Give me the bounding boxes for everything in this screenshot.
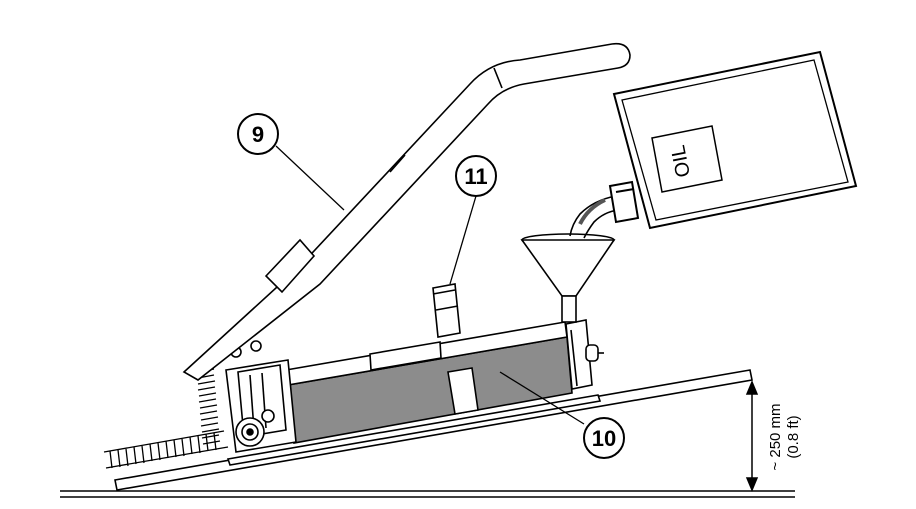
height-dimension bbox=[745, 380, 759, 492]
callout-handle: 9 bbox=[237, 113, 279, 155]
end-bracket bbox=[565, 319, 604, 390]
callout-filler-cap: 11 bbox=[455, 155, 497, 197]
callout-reservoir-label: 10 bbox=[592, 426, 616, 451]
height-dimension-imperial: (0.8 ft) bbox=[785, 415, 802, 458]
inclined-base-plate bbox=[114, 369, 753, 491]
oil-stream bbox=[569, 195, 619, 239]
callout-filler-cap-label: 11 bbox=[464, 164, 487, 189]
funnel bbox=[520, 233, 616, 323]
pump-mechanism bbox=[225, 340, 297, 453]
oil-can bbox=[608, 50, 858, 230]
pump-handle bbox=[182, 42, 631, 381]
callout-reservoir: 10 bbox=[583, 417, 625, 459]
callout-handle-label: 9 bbox=[252, 122, 264, 147]
filler-neck bbox=[432, 283, 461, 338]
height-dimension-value: ~ 250 mm bbox=[767, 403, 784, 470]
ground-lines bbox=[60, 490, 795, 498]
oil-reservoir bbox=[285, 321, 573, 444]
return-spring bbox=[103, 368, 229, 469]
callout-leaders bbox=[275, 145, 585, 425]
